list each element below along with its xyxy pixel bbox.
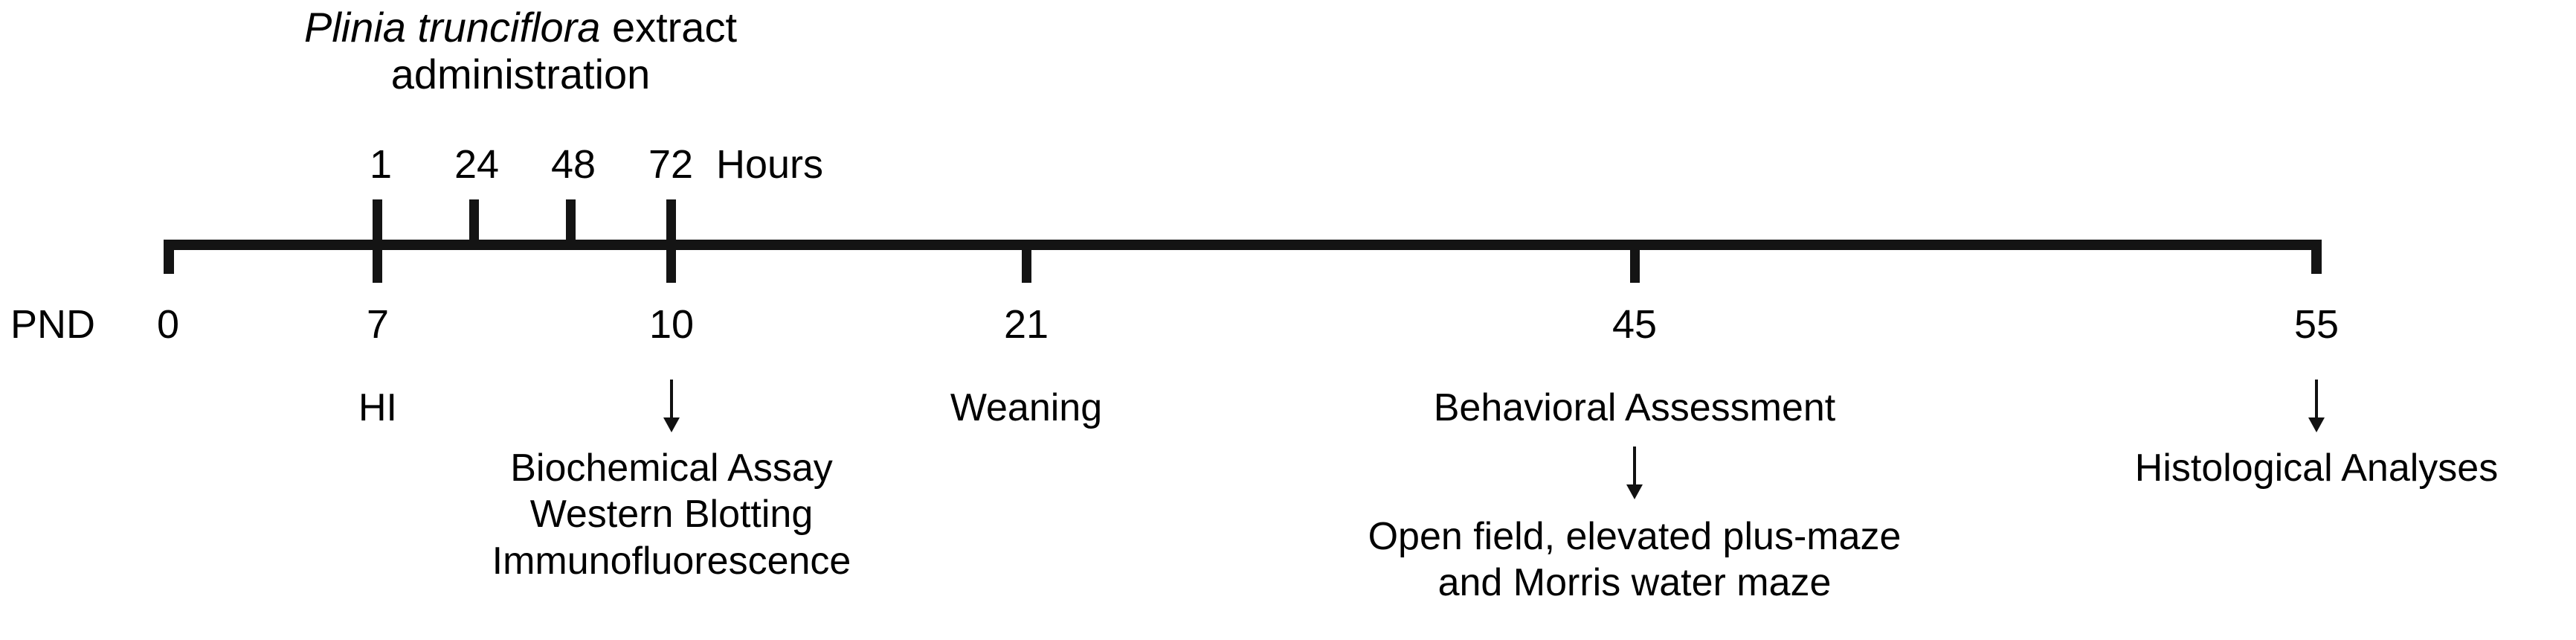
- event-sublines-biochemical: Biochemical Assay Western Blotting Immun…: [492, 445, 851, 584]
- hour-label-1: 1: [369, 142, 393, 187]
- behavioral-line-1: Open field, elevated plus-maze: [1368, 515, 1902, 558]
- arrow-down-icon-behavioral: [1626, 447, 1643, 499]
- species-name-italic: Plinia trunciflora extract: [304, 4, 737, 51]
- event-sublines-behavioral: Open field, elevated plus-maze and Morri…: [1368, 513, 1902, 607]
- day-label-55: 55: [2293, 302, 2340, 347]
- hour-tick-72: [666, 199, 676, 241]
- biochemical-line-3: Immunofluorescence: [492, 539, 851, 583]
- day-tick-45: [1630, 246, 1640, 283]
- arrow-down-icon-biochemical: [663, 380, 680, 432]
- biochemical-line-2: Western Blotting: [529, 493, 814, 537]
- pnd-prefix-label: PND: [10, 302, 96, 347]
- behavioral-line-2: and Morris water maze: [1437, 561, 1832, 605]
- hour-tick-24: [469, 199, 479, 241]
- hours-unit-label: Hours: [716, 142, 824, 187]
- species-name: Plinia trunciflora: [303, 4, 601, 51]
- event-title-hi: HI: [358, 386, 397, 429]
- histological-line-1: Histological Analyses: [2134, 447, 2499, 490]
- day-label-10: 10: [648, 302, 695, 347]
- event-title-behavioral: Behavioral Assessment: [1433, 386, 1836, 429]
- day-tick-7: [373, 246, 382, 283]
- hour-label-72: 72: [648, 142, 694, 187]
- hour-label-48: 48: [550, 142, 596, 187]
- hour-tick-48: [566, 199, 576, 241]
- hour-tick-1: [373, 199, 382, 241]
- extract-word: extract: [600, 4, 738, 51]
- day-label-7: 7: [366, 302, 390, 347]
- extract-administration-caption: Plinia trunciflora extract administratio…: [304, 4, 737, 97]
- timeline-end-endcap: [2311, 240, 2322, 274]
- day-tick-10: [666, 246, 676, 283]
- biochemical-line-1: Biochemical Assay: [510, 447, 833, 490]
- timeline-start-endcap: [164, 240, 174, 274]
- hour-label-24: 24: [454, 142, 500, 187]
- day-label-0: 0: [156, 302, 180, 347]
- day-label-21: 21: [1003, 302, 1049, 347]
- day-label-45: 45: [1611, 302, 1658, 347]
- event-title-weaning: Weaning: [950, 386, 1103, 429]
- administration-word: administration: [390, 50, 651, 97]
- event-sublines-histological: Histological Analyses: [2135, 445, 2498, 491]
- timeline-axis: [164, 240, 2322, 250]
- arrow-down-icon-histological: [2308, 380, 2325, 432]
- day-tick-21: [1022, 246, 1031, 283]
